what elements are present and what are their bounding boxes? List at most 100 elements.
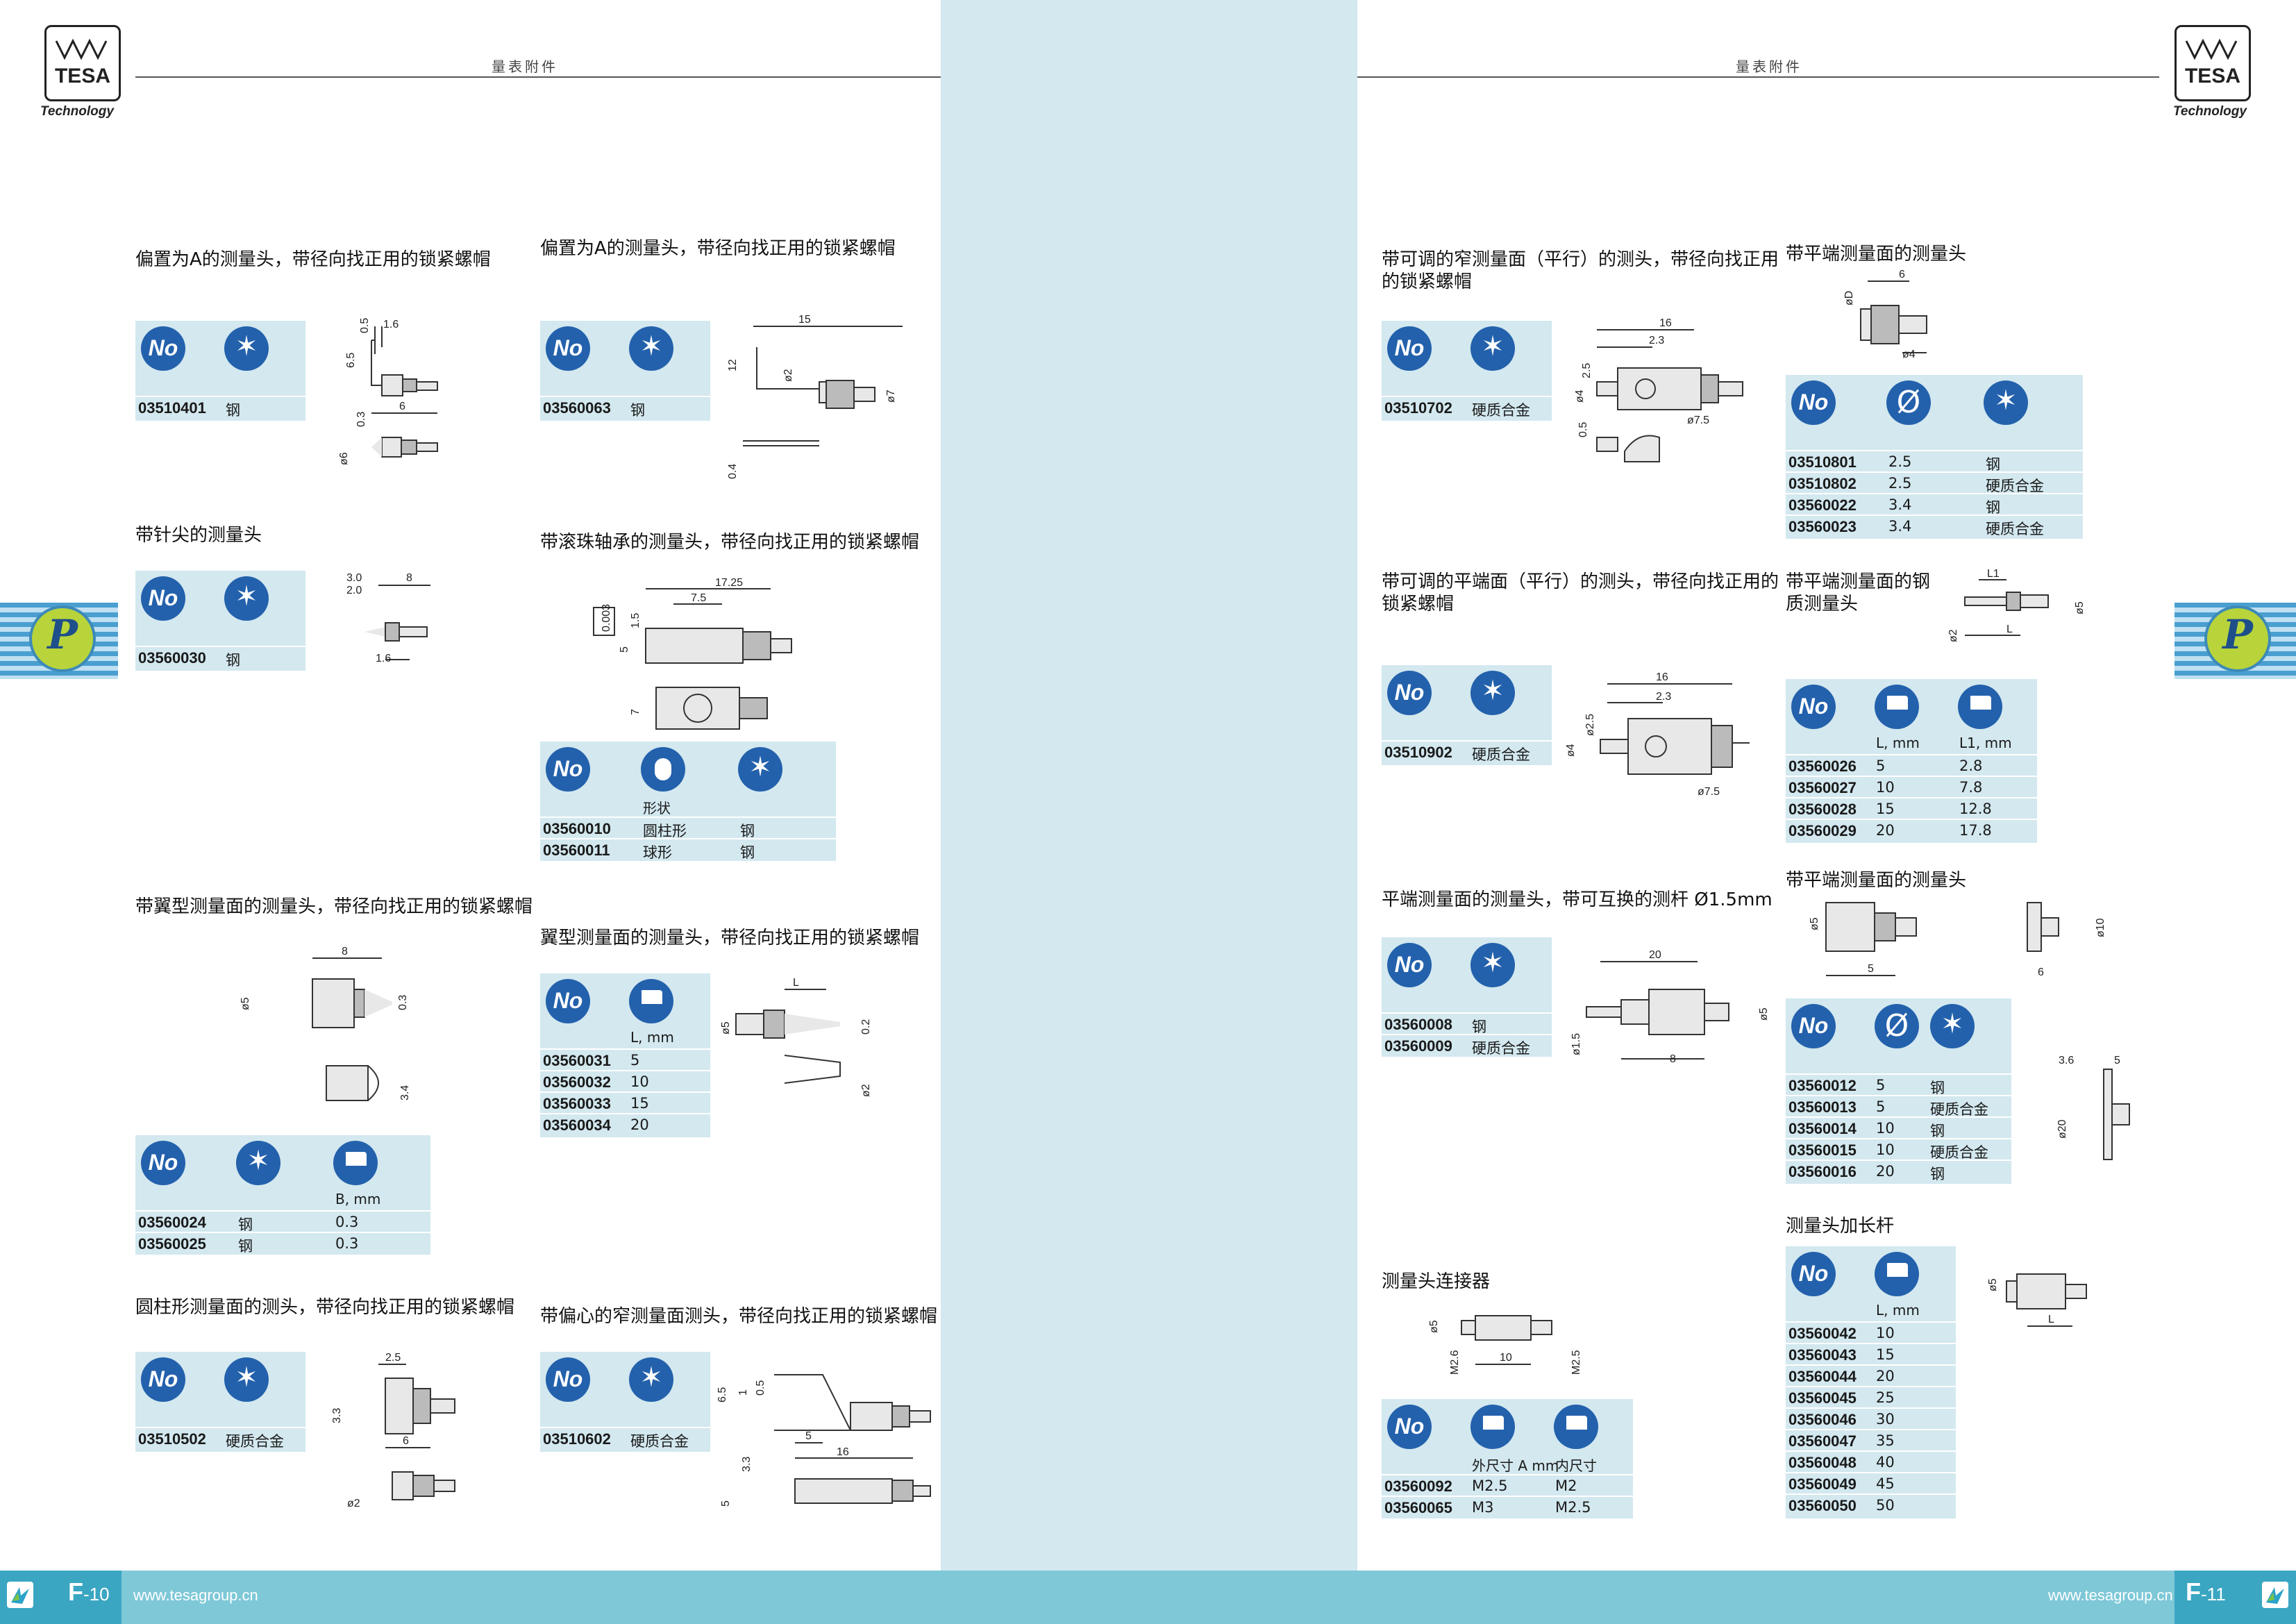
l1-value: 7.8 bbox=[1959, 779, 1983, 796]
part-number: 03560048 bbox=[1788, 1454, 1857, 1471]
number-icon bbox=[546, 326, 590, 371]
svg-text:7.5: 7.5 bbox=[691, 592, 706, 604]
part-number: 03560029 bbox=[1788, 822, 1857, 839]
svg-text:3.6: 3.6 bbox=[2059, 1055, 2074, 1066]
svg-text:1.5: 1.5 bbox=[630, 613, 642, 628]
l-value: 20 bbox=[630, 1116, 649, 1133]
part-number: 03560046 bbox=[1788, 1411, 1857, 1428]
table-row: 03560009 硬质合金 bbox=[1382, 1034, 1552, 1057]
technical-drawing: 3.02.08 1.6 bbox=[346, 572, 430, 664]
table-row: 03510502 硬质合金 bbox=[135, 1427, 305, 1450]
svg-text:ø10: ø10 bbox=[2095, 918, 2106, 937]
right-url-link[interactable]: www.tesagroup.cn bbox=[2048, 1587, 2173, 1604]
material: 钢 bbox=[226, 402, 240, 419]
l1-value: 17.8 bbox=[1959, 822, 1992, 839]
svg-text:5: 5 bbox=[805, 1430, 812, 1442]
svg-text:1: 1 bbox=[737, 1389, 749, 1396]
material: 硬质合金 bbox=[1986, 521, 2044, 537]
page-title-right: 量表附件 bbox=[1736, 58, 1802, 75]
l-value: 30 bbox=[1876, 1411, 1895, 1428]
part-number: 03560092 bbox=[1384, 1477, 1452, 1495]
part-number: 03560063 bbox=[543, 399, 611, 417]
part-number: 03560028 bbox=[1788, 801, 1857, 818]
part-number: 03510502 bbox=[138, 1430, 206, 1448]
material-icon bbox=[1984, 380, 2028, 425]
part-number: 03560043 bbox=[1788, 1346, 1857, 1364]
l-value: 40 bbox=[1876, 1454, 1895, 1471]
svg-text:3.3: 3.3 bbox=[741, 1457, 753, 1472]
material-icon bbox=[224, 326, 269, 371]
d-value: 2.5 bbox=[1888, 453, 1912, 470]
part-number: 03560022 bbox=[1788, 496, 1857, 514]
diameter-icon bbox=[1875, 1004, 1919, 1048]
table-row: 03510602 硬质合金 bbox=[540, 1427, 710, 1450]
material: 硬质合金 bbox=[1472, 1040, 1530, 1057]
table-row: 03560025 钢 0.3 bbox=[135, 1232, 430, 1255]
l1-value: 12.8 bbox=[1959, 801, 1992, 817]
svg-text:ø4: ø4 bbox=[1565, 744, 1577, 757]
material-icon bbox=[1470, 671, 1515, 715]
number-icon bbox=[141, 1357, 185, 1402]
table-row: 03510902 硬质合金 bbox=[1382, 740, 1552, 763]
logo-brand-text: TESA bbox=[55, 65, 110, 87]
left-url-link[interactable]: www.tesagroup.cn bbox=[133, 1587, 258, 1604]
center-gutter bbox=[941, 0, 1357, 1571]
svg-text:ø7.5: ø7.5 bbox=[1698, 786, 1720, 798]
svg-text:5: 5 bbox=[619, 646, 630, 653]
section-title: 带平端测量面的测量头 bbox=[1786, 244, 1967, 265]
d-value: 2.5 bbox=[1888, 475, 1912, 492]
material-icon bbox=[629, 1357, 673, 1402]
part-table: 03510602 硬质合金 bbox=[540, 1352, 710, 1452]
table-row: 03560043 15 bbox=[1786, 1343, 1956, 1366]
section-title: 带偏心的窄测量面测头，带径向找正用的锁紧螺帽 bbox=[540, 1306, 938, 1327]
svg-text:L1: L1 bbox=[1987, 568, 2000, 580]
section-title: 带针尖的测量头 bbox=[135, 525, 262, 546]
part-number: 03510802 bbox=[1788, 475, 1857, 492]
material: 硬质合金 bbox=[1930, 1101, 1988, 1118]
svg-text:8: 8 bbox=[342, 946, 348, 957]
material: 硬质合金 bbox=[1930, 1144, 1988, 1161]
l-value: 15 bbox=[1876, 1346, 1895, 1363]
svg-text:ø20: ø20 bbox=[2056, 1119, 2068, 1139]
part-table: 03510702 硬质合金 bbox=[1382, 321, 1552, 421]
svg-text:1.6: 1.6 bbox=[383, 319, 399, 330]
technical-drawing: 6 øD ø4 bbox=[1843, 269, 1927, 360]
l-value: 15 bbox=[1876, 801, 1895, 817]
number-icon bbox=[1791, 1004, 1836, 1048]
outer-value: M2.5 bbox=[1472, 1477, 1508, 1494]
svg-text:ø5: ø5 bbox=[1758, 1007, 1770, 1021]
part-number: 03510602 bbox=[543, 1430, 611, 1448]
tesa-logo-right: TESA bbox=[2175, 25, 2251, 101]
material-icon bbox=[738, 747, 782, 792]
material: 钢 bbox=[1986, 499, 2000, 516]
part-number: 03560012 bbox=[1788, 1077, 1857, 1094]
header-rule-right bbox=[1357, 76, 2159, 78]
l-value: 15 bbox=[630, 1095, 649, 1112]
length-l1-icon bbox=[1958, 685, 2002, 729]
svg-text:7: 7 bbox=[630, 709, 642, 715]
section-title: 偏置为A的测量头，带径向找正用的锁紧螺帽 bbox=[540, 238, 896, 259]
svg-text:3.3: 3.3 bbox=[331, 1408, 343, 1423]
part-number: 03560034 bbox=[543, 1116, 611, 1134]
part-number: 03560015 bbox=[1788, 1141, 1857, 1159]
corner-logo-icon bbox=[7, 1582, 33, 1608]
part-number: 03560009 bbox=[1384, 1037, 1452, 1055]
b-value: 0.3 bbox=[335, 1214, 359, 1230]
svg-text:2.3: 2.3 bbox=[1656, 691, 1671, 703]
number-icon bbox=[1791, 380, 1836, 425]
